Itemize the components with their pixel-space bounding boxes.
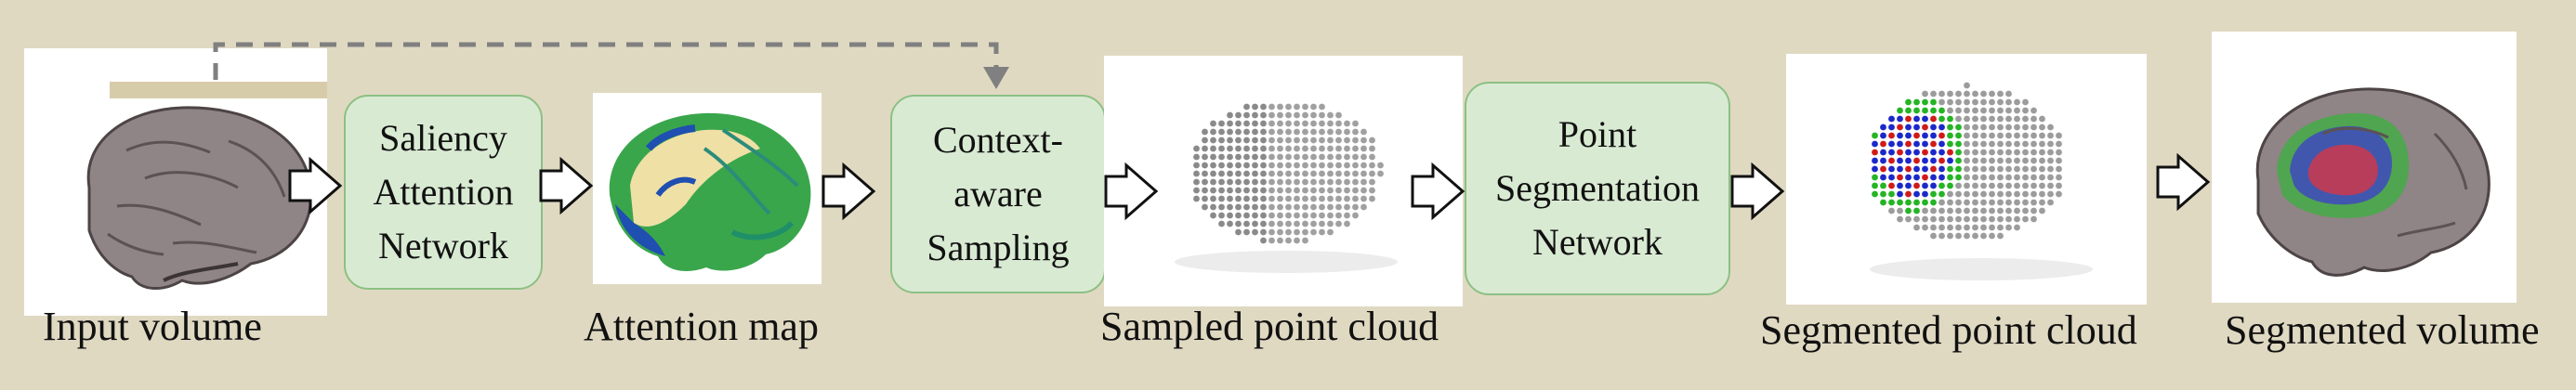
- caption-segmented-point-cloud: Segmented point cloud: [1760, 307, 2137, 353]
- arrow-segmented-pc-to-volume: [2156, 152, 2211, 212]
- skip-connection-dashed-arrow: [213, 42, 999, 80]
- caption-sampled-point-cloud: Sampled point cloud: [1100, 304, 1439, 349]
- caption-input-volume: Input volume: [43, 304, 262, 349]
- brain-render: [86, 106, 313, 291]
- caption-segmented-volume: Segmented volume: [2225, 307, 2540, 353]
- segmented-point-cloud-image: [1786, 54, 2147, 305]
- caption-attention-map: Attention map: [584, 304, 819, 349]
- saliency-attention-network-box: Saliency Attention Network: [344, 95, 543, 290]
- context-aware-sampling-box: Context- aware Sampling: [890, 95, 1106, 293]
- point-cloud-points: [1193, 103, 1384, 244]
- arrow-attention-to-sampling: [821, 162, 876, 221]
- attention-brain-render: [609, 112, 811, 271]
- segmented-volume-image: [2212, 32, 2517, 303]
- arrow-segmentation-to-segmented-pc: [1730, 162, 1785, 221]
- attention-map-image: [593, 93, 821, 284]
- input-volume-image: [24, 48, 327, 316]
- sampled-point-cloud-image: [1104, 56, 1463, 306]
- arrow-saliency-to-attention: [539, 156, 594, 215]
- segmented-brain-render: [2255, 87, 2491, 277]
- point-cloud-points: [1872, 82, 2062, 240]
- point-segmentation-network-box: Point Segmentation Network: [1465, 82, 1730, 295]
- skip-connection-arrowhead: [983, 67, 1009, 89]
